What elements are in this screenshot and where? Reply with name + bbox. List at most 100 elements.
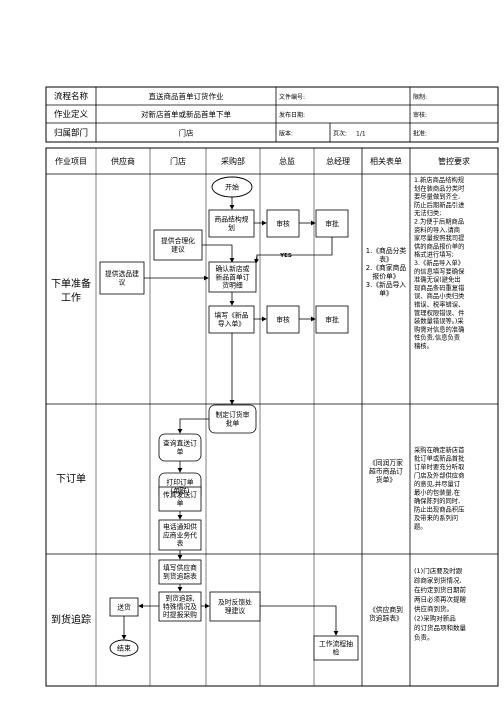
- review-box-2: [266, 305, 300, 334]
- column-header-7: 管控要求: [438, 156, 470, 166]
- header-meta-a-1: 发布日期:: [279, 111, 305, 119]
- phone-notify-box: [158, 519, 202, 551]
- control-2-line-2: 在约定到货日期前: [414, 585, 467, 594]
- control-1-line-6: 确保陈列的同时,: [414, 496, 460, 505]
- arrow-order-query: [177, 418, 209, 434]
- confirm-order-box: [208, 261, 257, 293]
- control-1-line-7: 防止出现商品积压: [414, 505, 465, 514]
- end-node: [109, 639, 139, 657]
- confirm-order-box-text-line-2: 货明细: [222, 281, 243, 290]
- approve-box-1-text: 审批: [325, 219, 339, 228]
- feedback-box-text-line-1: 理建议: [225, 606, 246, 615]
- control-2-line-5: (2)采购对新品: [414, 614, 456, 623]
- phone-notify-box-text-line-2: 表: [177, 539, 184, 548]
- selection-suggest-box-text-line-0: 提供选品建: [105, 269, 139, 278]
- spot-check-box: [313, 635, 359, 661]
- header-value-0: 直送商品首单订货作业: [149, 91, 224, 101]
- review-box-1-text: 审核: [276, 219, 290, 228]
- print-order-box-text-line-0: 打印订单: [166, 478, 193, 487]
- query-order-box-text-line-1: 单: [177, 447, 184, 456]
- control-0-line-4: 无法归类;: [414, 208, 441, 217]
- import-form-box-text-line-0: 填写《新品: [215, 311, 249, 320]
- arrival-track-form-box-text-line-0: 填写供应商: [163, 563, 197, 572]
- column-header-3: 采购部: [221, 156, 245, 166]
- forms-0-line-0: 1.《商品分类: [366, 246, 407, 255]
- header-meta-a-0: 文件编号:: [279, 93, 305, 101]
- arrival-track-box: [158, 591, 202, 622]
- forms-1-line-1: 超市商品订: [369, 466, 403, 475]
- print-order-box-text-line-1: (单联): [171, 486, 190, 495]
- forms-0-line-5: 单》: [379, 289, 393, 298]
- confirm-order-box-text-line-1: 新品首单订: [216, 272, 250, 281]
- control-1-line-8: 及带来的系列问: [414, 513, 458, 522]
- arrow-approve-confirm: [256, 237, 333, 262]
- control-0-line-0: 1.新店商品结构规: [414, 175, 465, 184]
- approve-box-2-text: 审批: [325, 315, 339, 324]
- order-approval-box-text-line-0: 制定订货审: [216, 410, 250, 419]
- structure-plan-box-text-line-1: 划: [228, 223, 235, 232]
- forms-2-line-0: 《供应商到: [369, 605, 403, 614]
- suggestion-box: [153, 229, 203, 261]
- header-label-2: 归属部门: [54, 128, 88, 139]
- control-0-line-19: 性负责,信息负责: [414, 333, 460, 342]
- control-2-line-1: 踪商家到货情况,: [414, 576, 462, 585]
- arrival-track-form-box: [158, 559, 202, 585]
- control-0-line-3: 防止后期新品引进: [414, 200, 465, 209]
- forms-0-line-2: 2.《商家商品: [366, 263, 407, 272]
- header-page-label: 页次:: [333, 130, 347, 138]
- header-page-value: 1/1: [356, 131, 366, 138]
- arrow-approve-confirm-tip: [254, 254, 259, 264]
- header-label-0: 流程名称: [54, 91, 89, 102]
- end-node-text: 结束: [117, 644, 131, 653]
- forms-1-line-0: 《同润万家: [369, 458, 403, 467]
- section-name-2: 到货追踪: [51, 613, 91, 626]
- control-1-line-3: 门店及外部供应商: [414, 471, 464, 480]
- selection-suggest-box-text-line-1: 议: [119, 279, 126, 287]
- control-1-line-5: 最小的包装量,在: [414, 488, 460, 497]
- control-2-line-0: (1)门店要及时跟: [414, 566, 463, 575]
- control-0-line-11: 的信息填写要确保: [414, 266, 465, 275]
- arrival-track-box-text-line-1: 特殊情况及: [163, 602, 197, 611]
- header-meta-b-1: 审核:: [413, 111, 427, 119]
- shapes-layer: [99, 176, 359, 661]
- section-name-1: 下订单: [56, 473, 86, 485]
- header-meta-b-2: 批准:: [413, 130, 427, 138]
- control-0-line-2: 要尽量做到齐全,: [414, 192, 460, 201]
- fax-order-box-text-line-1: 单: [177, 499, 184, 508]
- column-header-6: 相关表单: [370, 156, 402, 166]
- confirm-order-box-text-line-0: 确认新店或: [216, 264, 250, 273]
- column-header-5: 总经理: [326, 156, 350, 166]
- arrow-feedback-check: [260, 605, 339, 636]
- column-header-0: 作业项目: [55, 156, 87, 166]
- forms-2-line-1: 货追踪表》: [369, 614, 403, 623]
- forms-0-line-3: 报价单》: [372, 272, 399, 281]
- control-0-line-5: 2.为便于后期商品: [414, 217, 464, 226]
- import-form-box-text-line-1: 导入单》: [218, 319, 245, 328]
- control-2-line-4: 供应商到货。: [414, 604, 453, 613]
- suggestion-box-text-line-1: 建议: [171, 245, 185, 254]
- grid-layer: [45, 86, 499, 687]
- header-value-1: 对新店首单或新品首单下单: [141, 109, 231, 119]
- suggestion-box-text-line-0: 提供合理化: [161, 236, 195, 245]
- control-1-line-1: 批订单或新品首批: [414, 454, 465, 463]
- control-2-line-6: 的订货品项和数量: [414, 623, 467, 632]
- yes-label: YES: [279, 253, 292, 259]
- control-0-line-7: 家尽量按照我司提: [414, 233, 465, 242]
- spot-check-box-text-line-0: 工作流程抽: [319, 639, 353, 648]
- review-box-1: [266, 209, 300, 238]
- column-header-1: 供应商: [111, 156, 135, 166]
- spot-check-box-text-line-1: 检: [333, 648, 340, 657]
- feedback-box: [209, 591, 261, 622]
- control-1-line-4: 的意见,并尽量订: [414, 479, 461, 488]
- control-2-line-7: 负责。: [414, 633, 434, 642]
- approve-box-2: [315, 305, 349, 334]
- control-0-line-12: 准确无误(避免出: [414, 275, 461, 284]
- structure-plan-box: [208, 209, 255, 238]
- control-1-line-2: 订单时要充分听取: [414, 462, 465, 471]
- forms-0-line-4: 3.《新品导入: [366, 280, 407, 289]
- control-0-line-13: 现商品条码重复错: [414, 283, 465, 292]
- main-frame: [45, 147, 499, 687]
- arrow-suggest-confirm: [202, 244, 235, 263]
- forms-1-line-2: 货单》: [376, 475, 396, 484]
